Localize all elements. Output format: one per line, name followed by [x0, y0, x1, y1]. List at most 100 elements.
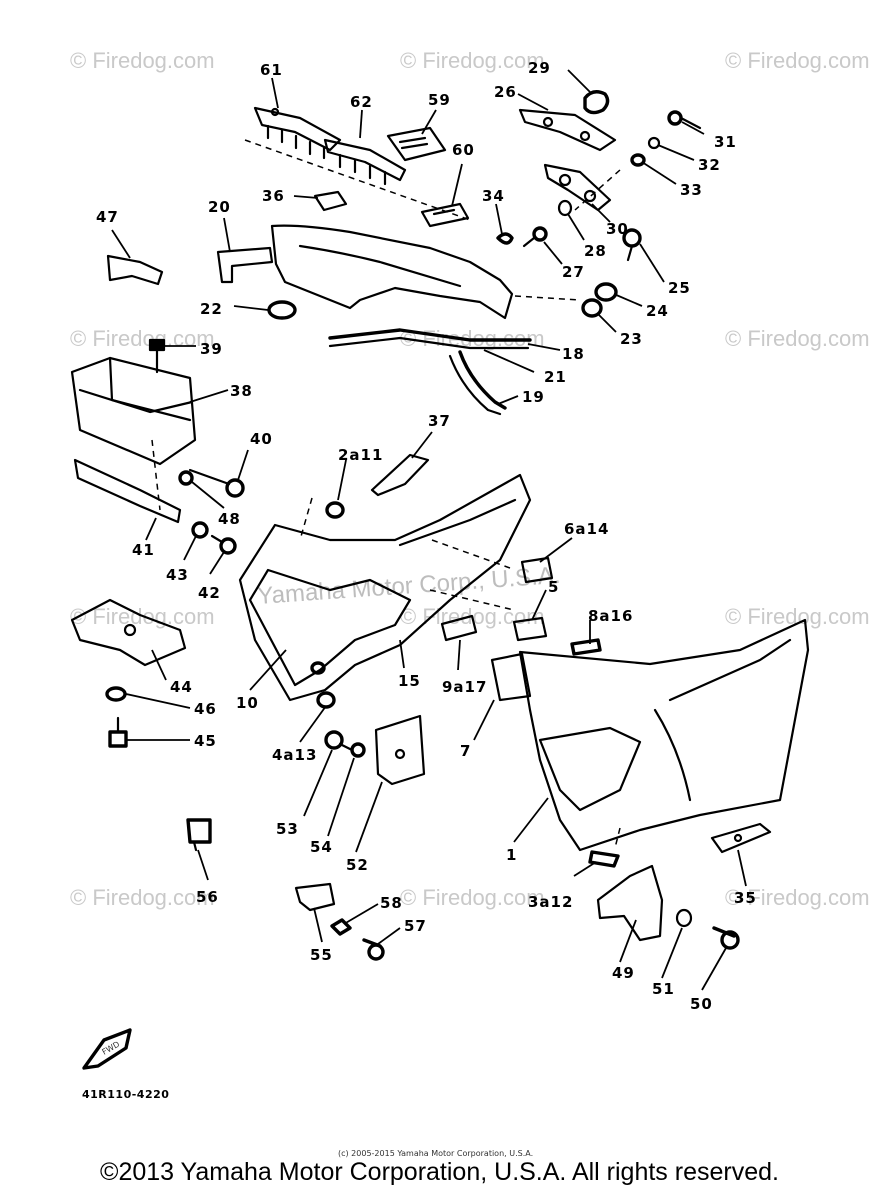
- callout-34: 34: [482, 187, 505, 205]
- watermark-layer: © Firedog.com © Firedog.com © Firedog.co…: [70, 48, 870, 910]
- part-42-bolt: [210, 534, 237, 555]
- callout-36: 36: [262, 187, 285, 205]
- callout-9a17: 9a17: [442, 678, 487, 696]
- part-48-grommet: [178, 470, 194, 486]
- part-40-bolt: [188, 468, 245, 498]
- callout-27: 27: [562, 263, 585, 281]
- part-31-bolt: [667, 110, 702, 130]
- part-61-bracket: [253, 106, 342, 160]
- part-25-bolt: [622, 228, 642, 262]
- callout-58: 58: [380, 894, 403, 912]
- guide-lines: [151, 139, 621, 849]
- callout-33: 33: [680, 181, 703, 199]
- callout-41: 41: [132, 541, 155, 559]
- callout-44: 44: [170, 678, 193, 696]
- callout-53: 53: [276, 820, 299, 838]
- callout-22: 22: [200, 300, 223, 318]
- part-18-rail: [328, 328, 532, 350]
- callout-15: 15: [398, 672, 421, 690]
- callout-52: 52: [346, 856, 369, 874]
- callout-35: 35: [734, 889, 757, 907]
- diagram-code: 41R110-4220: [82, 1088, 169, 1101]
- callout-56: 56: [196, 888, 219, 906]
- watermark: © Firedog.com: [725, 48, 870, 73]
- callout-2a11: 2a11: [338, 446, 383, 464]
- small-copyright: (c) 2005-2015 Yamaha Motor Corporation, …: [338, 1149, 533, 1158]
- callout-39: 39: [200, 340, 223, 358]
- callout-62: 62: [350, 93, 373, 111]
- callout-47: 47: [96, 208, 119, 226]
- callout-54: 54: [310, 838, 333, 856]
- part-23-grommet: [581, 298, 603, 318]
- watermark: © Firedog.com: [400, 885, 545, 910]
- part-46-grommet: [105, 686, 127, 702]
- part-35-plate: [710, 822, 772, 854]
- watermark: © Firedog.com: [70, 48, 215, 73]
- part-29-grommet: [583, 90, 610, 115]
- callout-19: 19: [522, 388, 545, 406]
- callout-48: 48: [218, 510, 241, 528]
- part-33-washer: [630, 153, 646, 167]
- part-20-bracket: [216, 246, 274, 284]
- part-4a13-grommet: [316, 691, 336, 709]
- callout-38: 38: [230, 382, 253, 400]
- callout-28: 28: [584, 242, 607, 260]
- callout-31: 31: [714, 133, 737, 151]
- callout-42: 42: [198, 584, 221, 602]
- callout-24: 24: [646, 302, 669, 320]
- part-6a14-label: [520, 556, 554, 584]
- part-7-cushion: [490, 652, 532, 702]
- callout-23: 23: [620, 330, 643, 348]
- part-21-19-stay: [448, 350, 507, 416]
- part-10-side-cover: [238, 473, 532, 702]
- watermark: © Firedog.com: [70, 326, 215, 351]
- copyright-notice: ©2013 Yamaha Motor Corporation, U.S.A. A…: [100, 1158, 779, 1186]
- part-38-battery-box: [70, 356, 197, 466]
- callout-30: 30: [606, 220, 629, 238]
- callout-49: 49: [612, 964, 635, 982]
- part-55-bracket: [294, 882, 336, 912]
- part-27-bolt: [522, 226, 548, 248]
- part-44-bracket: [70, 598, 187, 667]
- part-34-nut: [496, 232, 514, 245]
- watermark: © Firedog.com: [70, 885, 215, 910]
- callout-40: 40: [250, 430, 273, 448]
- callout-32: 32: [698, 156, 721, 174]
- part-47-bracket: [106, 254, 164, 286]
- callout-51: 51: [652, 980, 675, 998]
- part-52-bracket: [374, 714, 426, 786]
- callout-18: 18: [562, 345, 585, 363]
- part-37-emblem: [370, 453, 430, 497]
- part-45-damper: [108, 716, 128, 748]
- part-62-bracket: [323, 138, 407, 186]
- part-39-bolt: [148, 338, 166, 374]
- callout-29: 29: [528, 59, 551, 77]
- part-53-bolt: [324, 730, 354, 752]
- callout-8a16: 8a16: [588, 607, 633, 625]
- callout-60: 60: [452, 141, 475, 159]
- callout-labels: 61 62 59 29 26 31 32 33 60 36 34 30 28 2…: [96, 59, 757, 1013]
- part-9a17-label: [440, 614, 478, 642]
- part-57-bolt: [362, 938, 385, 961]
- watermark: © Firedog.com: [400, 48, 545, 73]
- callout-55: 55: [310, 946, 333, 964]
- part-60-plate: [420, 202, 470, 228]
- part-1-side-cover: [518, 618, 810, 852]
- part-56-bracket: [186, 818, 212, 852]
- callout-26: 26: [494, 83, 517, 101]
- callout-6a14: 6a14: [564, 520, 609, 538]
- callout-45: 45: [194, 732, 217, 750]
- part-59-plate: [386, 126, 447, 162]
- part-28-washer: [557, 199, 573, 217]
- watermark: © Firedog.com: [725, 326, 870, 351]
- callout-20: 20: [208, 198, 231, 216]
- part-58-nut: [330, 918, 352, 936]
- leader-lines: [111, 69, 747, 991]
- callout-7: 7: [460, 742, 471, 760]
- callout-50: 50: [690, 995, 713, 1013]
- callout-1: 1: [506, 846, 517, 864]
- callout-46: 46: [194, 700, 217, 718]
- callout-25: 25: [668, 279, 691, 297]
- callout-57: 57: [404, 917, 427, 935]
